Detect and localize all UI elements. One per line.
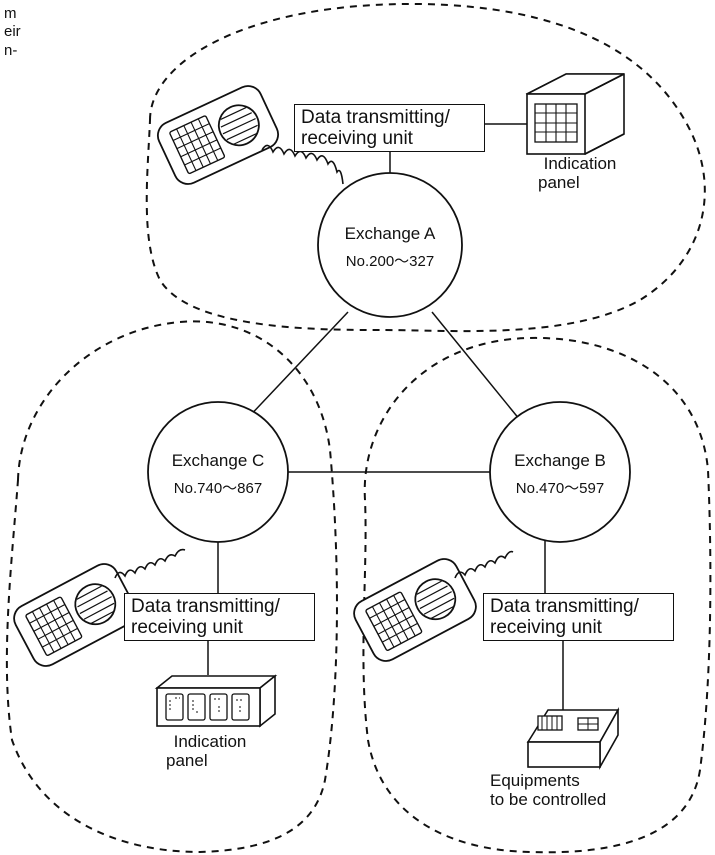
exchange-a-numbers: No.200～327 <box>345 253 435 270</box>
telephone-b-icon <box>353 550 514 662</box>
data-unit-a: Data transmitting/ receiving unit <box>294 104 485 152</box>
indication-panel-a-line1: Indication <box>543 154 617 173</box>
exchange-c-name: Exchange C <box>171 451 265 470</box>
indication-panel-a-icon <box>525 73 625 155</box>
indication-panel-c-line1: Indication <box>173 732 247 751</box>
exchange-c-node <box>147 401 289 543</box>
data-unit-c-line2: receiving unit <box>131 617 243 638</box>
exchange-a-name: Exchange A <box>344 224 436 243</box>
telephone-c-icon <box>13 548 186 667</box>
exchange-b-name: Exchange B <box>514 451 606 470</box>
data-unit-b: Data transmitting/ receiving unit <box>483 593 674 641</box>
text-fragment-1: m <box>4 5 17 22</box>
indication-panel-c-line2: panel <box>166 751 208 770</box>
indication-panel-c-label: Indication panel <box>150 732 270 770</box>
exchange-a-node <box>317 172 463 318</box>
indication-panel-a-label: Indication panel <box>520 154 640 192</box>
data-unit-b-line1: Data transmitting/ <box>490 596 639 617</box>
indication-panel-c-icon <box>154 674 278 728</box>
link-a-b <box>431 311 521 421</box>
controlled-equipment-line2: to be controlled <box>490 790 607 809</box>
exchange-b-node <box>489 401 631 543</box>
data-unit-c: Data transmitting/ receiving unit <box>124 593 315 641</box>
link-a-c <box>243 311 349 423</box>
controlled-equipment-label: Equipments to be controlled <box>490 771 650 809</box>
data-unit-a-line1: Data transmitting/ <box>301 107 450 128</box>
text-fragment-2: eir <box>4 23 21 40</box>
data-unit-c-line1: Data transmitting/ <box>131 596 280 617</box>
text-fragment-3: n- <box>4 42 18 59</box>
controlled-equipment-icon <box>526 706 620 771</box>
exchange-b-numbers: No.470～597 <box>515 480 605 497</box>
data-unit-b-line2: receiving unit <box>490 617 602 638</box>
telephone-a-icon <box>157 85 344 185</box>
controlled-equipment-line1: Equipments <box>490 771 580 790</box>
exchange-c-numbers: No.740～867 <box>173 480 263 497</box>
zone-c-boundary <box>5 320 338 854</box>
zone-b-boundary <box>362 336 712 854</box>
data-unit-a-line2: receiving unit <box>301 128 413 149</box>
zone-a-boundary <box>145 2 706 333</box>
indication-panel-a-line2: panel <box>538 173 580 192</box>
